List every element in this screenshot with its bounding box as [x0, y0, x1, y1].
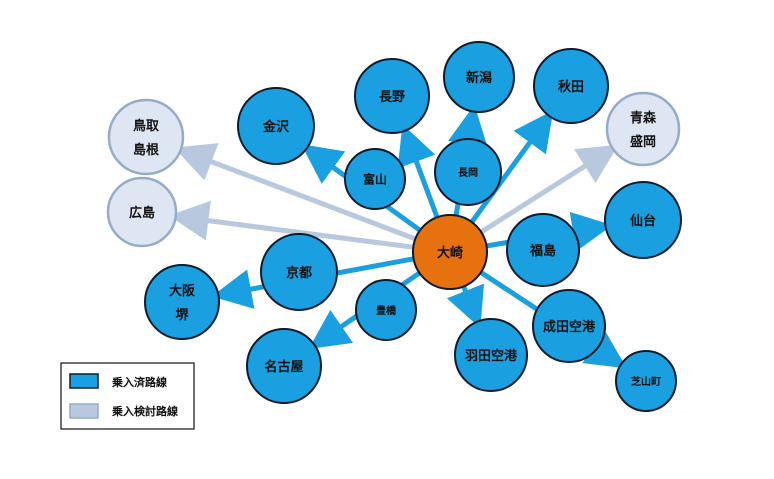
- node-label-aomori-2: 盛岡: [630, 134, 656, 150]
- node-circle-fukushima: [506, 213, 580, 287]
- node-label-osaka-2: 堺: [175, 307, 189, 323]
- node-nagano: 長野: [354, 58, 430, 134]
- node-circle-aomori: [605, 91, 681, 167]
- node-label-kyoto: 京都: [286, 265, 312, 281]
- node-circle-shibayama: [615, 350, 677, 412]
- node-label-nagaoka: 長岡: [458, 167, 478, 179]
- node-label-niigata: 新潟: [466, 70, 492, 86]
- node-circle-narita: [532, 289, 606, 363]
- node-circle-osaka: [144, 264, 220, 340]
- node-label-osaki: 大崎: [437, 245, 463, 261]
- node-label-akita: 秋田: [558, 79, 584, 95]
- node-sendai: 仙台: [604, 181, 682, 259]
- node-label-haneda: 羽田空港: [465, 348, 518, 364]
- edge-osaki-tottori: [174, 143, 451, 255]
- node-circle-nagano: [354, 58, 430, 134]
- legend-label-active: 乗入済路線: [112, 375, 167, 389]
- node-circle-haneda: [454, 318, 528, 392]
- node-circle-toyama: [344, 148, 406, 210]
- node-label-aomori-1: 青森: [630, 110, 657, 126]
- node-narita: 成田空港: [532, 289, 606, 363]
- edge-osaki-hiroshima: [168, 200, 451, 255]
- nodes-layer: 金沢長野新潟秋田富山長岡福島仙台京都大阪堺豊橋名古屋羽田空港成田空港芝山町鳥取島…: [106, 41, 682, 412]
- node-circle-toyohashi: [355, 279, 417, 341]
- node-circle-niigata: [443, 41, 515, 113]
- node-label-nagano: 長野: [379, 90, 405, 105]
- node-nagoya: 名古屋: [246, 328, 322, 404]
- node-label-nagoya: 名古屋: [264, 359, 303, 375]
- node-label-kanazawa: 金沢: [262, 119, 290, 135]
- legend: 乗入済路線 乗入検討路線: [60, 362, 195, 430]
- node-kyoto: 京都: [260, 233, 338, 311]
- legend-swatch-active: [69, 373, 99, 389]
- node-toyama: 富山: [344, 148, 406, 210]
- node-circle-sendai: [604, 181, 682, 259]
- node-circle-osaki: [412, 214, 488, 290]
- node-akita: 秋田: [533, 48, 609, 124]
- node-circle-akita: [533, 48, 609, 124]
- node-label-shibayama: 芝山町: [631, 375, 661, 388]
- node-label-fukushima: 福島: [529, 243, 556, 259]
- node-circle-nagaoka: [434, 138, 502, 206]
- node-kanazawa: 金沢: [237, 87, 315, 165]
- node-niigata: 新潟: [443, 41, 515, 113]
- node-label-tottori-2: 島根: [133, 142, 160, 158]
- node-label-narita: 成田空港: [543, 319, 596, 335]
- legend-swatch-planned: [69, 403, 99, 419]
- node-osaka: 大阪堺: [144, 264, 220, 340]
- node-haneda: 羽田空港: [454, 318, 528, 392]
- node-toyohashi: 豊橋: [355, 279, 417, 341]
- legend-box: [60, 362, 195, 430]
- node-hiroshima: 広島: [106, 176, 178, 248]
- node-nagaoka: 長岡: [434, 138, 502, 206]
- node-circle-tottori: [107, 98, 185, 176]
- node-circle-kyoto: [260, 233, 338, 311]
- node-fukushima: 福島: [506, 213, 580, 287]
- node-label-toyohashi: 豊橋: [376, 304, 397, 317]
- node-label-hiroshima: 広島: [129, 205, 155, 221]
- node-shibayama: 芝山町: [615, 350, 677, 412]
- node-label-toyama: 富山: [363, 172, 387, 187]
- node-circle-hiroshima: [106, 176, 178, 248]
- node-circle-nagoya: [246, 328, 322, 404]
- node-label-osaka-1: 大阪: [169, 283, 196, 299]
- node-osaki: 大崎: [412, 214, 488, 290]
- node-label-sendai: 仙台: [630, 213, 656, 229]
- node-label-tottori-1: 鳥取: [133, 118, 160, 134]
- legend-label-planned: 乗入検討路線: [112, 404, 178, 418]
- node-circle-kanazawa: [237, 87, 315, 165]
